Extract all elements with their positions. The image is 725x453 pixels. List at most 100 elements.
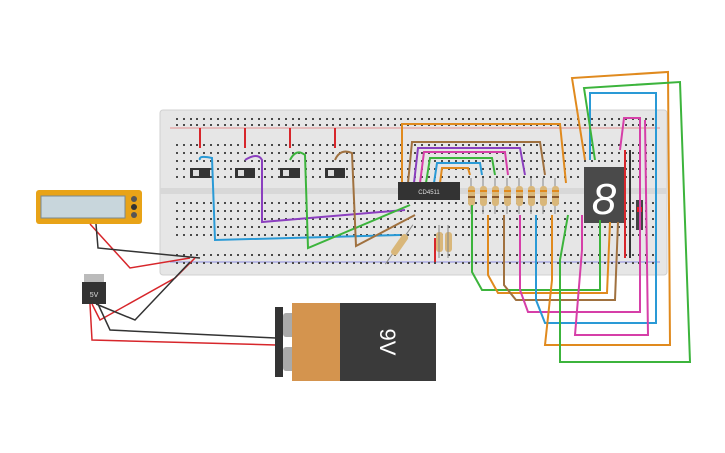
wire-green-switch[interactable] xyxy=(289,151,411,250)
breadboard-hole xyxy=(319,234,321,236)
slide-switch-3[interactable] xyxy=(280,168,300,178)
breadboard-hole xyxy=(360,144,362,146)
resistor[interactable] xyxy=(540,178,547,214)
breadboard-hole xyxy=(448,210,450,212)
breadboard-hole xyxy=(598,160,600,162)
slide-switch-1[interactable] xyxy=(190,168,210,178)
breadboard-hole xyxy=(441,176,443,178)
breadboard-hole xyxy=(414,234,416,236)
breadboard-hole xyxy=(190,202,192,204)
breadboard-hole xyxy=(366,202,368,204)
breadboard-hole xyxy=(217,160,219,162)
wire-brown-switch[interactable] xyxy=(334,150,416,248)
breadboard-hole xyxy=(230,168,232,170)
breadboard-hole xyxy=(516,152,518,154)
breadboard-hole xyxy=(251,210,253,212)
breadboard-hole xyxy=(428,262,430,264)
breadboard-hole xyxy=(387,152,389,154)
breadboard-hole xyxy=(564,210,566,212)
breadboard-hole xyxy=(196,218,198,220)
breadboard-hole xyxy=(224,210,226,212)
breadboard-hole xyxy=(210,152,212,154)
breadboard-hole xyxy=(496,160,498,162)
chip-cd4511[interactable]: CD4511 xyxy=(398,182,460,200)
breadboard-hole xyxy=(598,152,600,154)
display-loop-wires[interactable] xyxy=(471,70,692,363)
slide-switch-2[interactable] xyxy=(235,168,255,178)
resistor[interactable] xyxy=(516,178,523,214)
breadboard-hole xyxy=(407,254,409,256)
chip-output-wires[interactable] xyxy=(401,123,567,184)
breadboard-hole xyxy=(251,262,253,264)
slide-switch-4[interactable] xyxy=(325,168,345,178)
breadboard-hole xyxy=(339,262,341,264)
breadboard-hole xyxy=(210,144,212,146)
breadboard-hole xyxy=(176,226,178,228)
voltage-regulator-5v[interactable]: 5V xyxy=(82,274,106,304)
breadboard-hole xyxy=(468,254,470,256)
breadboard-hole xyxy=(366,262,368,264)
breadboard-hole xyxy=(407,168,409,170)
breadboard-hole xyxy=(441,226,443,228)
breadboard-hole xyxy=(543,218,545,220)
breadboard-hole xyxy=(557,254,559,256)
breadboard-hole xyxy=(264,202,266,204)
breadboard-hole xyxy=(360,152,362,154)
resistor[interactable] xyxy=(492,178,499,214)
breadboard-hole xyxy=(462,176,464,178)
breadboard-hole xyxy=(570,254,572,256)
breadboard-hole xyxy=(258,210,260,212)
breadboard-hole xyxy=(271,254,273,256)
breadboard-hole xyxy=(536,210,538,212)
breadboard-hole xyxy=(210,218,212,220)
resistor-array[interactable] xyxy=(468,178,559,214)
resistor-lower-2[interactable] xyxy=(436,225,452,258)
battery-label: 9V xyxy=(375,329,400,356)
breadboard-hole xyxy=(462,118,464,120)
breadboard-hole xyxy=(611,152,613,154)
breadboard-hole xyxy=(298,226,300,228)
breadboard-hole xyxy=(387,226,389,228)
resistor[interactable] xyxy=(552,178,559,214)
resistor[interactable] xyxy=(528,178,535,214)
breadboard-hole xyxy=(319,144,321,146)
breadboard-hole xyxy=(217,234,219,236)
breadboard-hole xyxy=(421,262,423,264)
breadboard-hole xyxy=(271,234,273,236)
breadboard-hole xyxy=(618,226,620,228)
breadboard-hole xyxy=(210,226,212,228)
breadboard-hole xyxy=(509,144,511,146)
breadboard-hole xyxy=(584,262,586,264)
breadboard-hole xyxy=(530,168,532,170)
wire-purple-switch[interactable] xyxy=(244,155,406,224)
breadboard-hole xyxy=(455,160,457,162)
breadboard-hole xyxy=(550,168,552,170)
breadboard-hole xyxy=(244,152,246,154)
breadboard-hole xyxy=(502,210,504,212)
breadboard-hole xyxy=(203,226,205,228)
switch-power-wires[interactable] xyxy=(199,128,336,148)
breadboard-hole xyxy=(319,152,321,154)
breadboard-hole xyxy=(312,202,314,204)
breadboard-hole xyxy=(346,210,348,212)
breadboard-hole xyxy=(618,234,620,236)
breadboard-hole xyxy=(360,226,362,228)
breadboard-hole xyxy=(468,234,470,236)
wire-blue-switch[interactable] xyxy=(198,155,401,242)
resistor[interactable] xyxy=(480,178,487,214)
breadboard-hole xyxy=(258,234,260,236)
breadboard-hole xyxy=(516,168,518,170)
breadboard-hole xyxy=(237,262,239,264)
multimeter-probe-wires[interactable] xyxy=(89,223,201,269)
breadboard-hole xyxy=(360,176,362,178)
seven-segment-display[interactable]: 8 xyxy=(584,167,624,224)
battery-9v[interactable]: 9V xyxy=(275,303,436,381)
multimeter[interactable] xyxy=(36,190,142,224)
breadboard-hole xyxy=(251,144,253,146)
breadboard-hole xyxy=(203,160,205,162)
resistor-lower-1[interactable] xyxy=(383,223,416,266)
regulator-wires[interactable] xyxy=(89,257,277,346)
breadboard-hole xyxy=(264,118,266,120)
resistor[interactable] xyxy=(504,178,511,214)
